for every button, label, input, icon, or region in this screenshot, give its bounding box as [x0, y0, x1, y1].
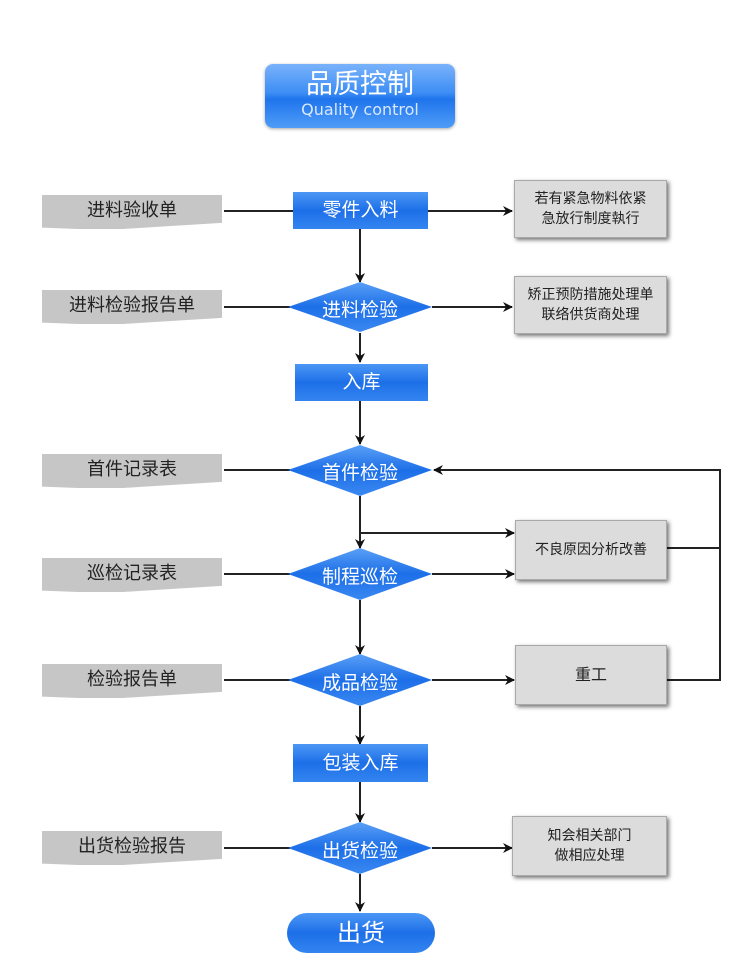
title-banner: 品质控制 Quality control [265, 64, 455, 128]
decision-diamond-patrol [288, 548, 432, 600]
note-line: 做相应处理 [554, 848, 625, 864]
note-corrective-action: 矫正预防措施处理单 联络供货商处理 [514, 276, 667, 334]
note-line: 知会相关部门 [547, 828, 632, 844]
decision-diamond-first-article [288, 445, 432, 496]
title-main: 品质控制 [306, 69, 414, 100]
note-urgent-release: 若有紧急物料依紧 急放行制度執行 [514, 180, 667, 238]
note-rework: 重工 [515, 645, 667, 705]
decision-label-first-article: 首件检验 [321, 462, 398, 484]
decision-diamond-incoming-inspection [288, 282, 432, 332]
note-line: 不良原因分析改善 [535, 542, 647, 558]
process-warehousing: 入库 [295, 364, 428, 401]
decision-label-final: 成品检验 [321, 672, 398, 694]
process-parts-incoming: 零件入料 [293, 192, 428, 229]
note-line: 重工 [574, 665, 607, 684]
note-notify-departments: 知会相关部门 做相应处理 [512, 816, 667, 876]
document-inspection-report: 检验报告单 [42, 664, 222, 698]
note-line: 急放行制度執行 [541, 211, 640, 227]
decision-diamond-outgoing [288, 822, 432, 874]
terminal-shipping: 出货 [287, 913, 435, 953]
document-outgoing-report: 出货检验报告 [42, 831, 222, 865]
document-patrol-record: 巡检记录表 [42, 558, 222, 592]
note-line: 若有紧急物料依紧 [534, 191, 647, 207]
decision-label-outgoing: 出货检验 [321, 840, 398, 862]
decision-label-patrol: 制程巡检 [321, 566, 398, 588]
note-line: 联络供货商处理 [541, 307, 640, 323]
document-first-article-record: 首件记录表 [42, 454, 222, 488]
document-incoming-report: 进料检验报告单 [42, 290, 222, 324]
document-incoming-acceptance: 进料验收单 [42, 195, 222, 229]
note-line: 矫正预防措施处理单 [527, 287, 654, 303]
decision-diamond-final [288, 654, 432, 706]
process-packing-warehousing: 包装入库 [293, 744, 428, 782]
note-defect-analysis: 不良原因分析改善 [515, 520, 667, 580]
feedback-loop [433, 465, 721, 681]
title-subtitle: Quality control [301, 100, 419, 119]
decision-label-incoming-inspection: 进料检验 [321, 299, 398, 321]
